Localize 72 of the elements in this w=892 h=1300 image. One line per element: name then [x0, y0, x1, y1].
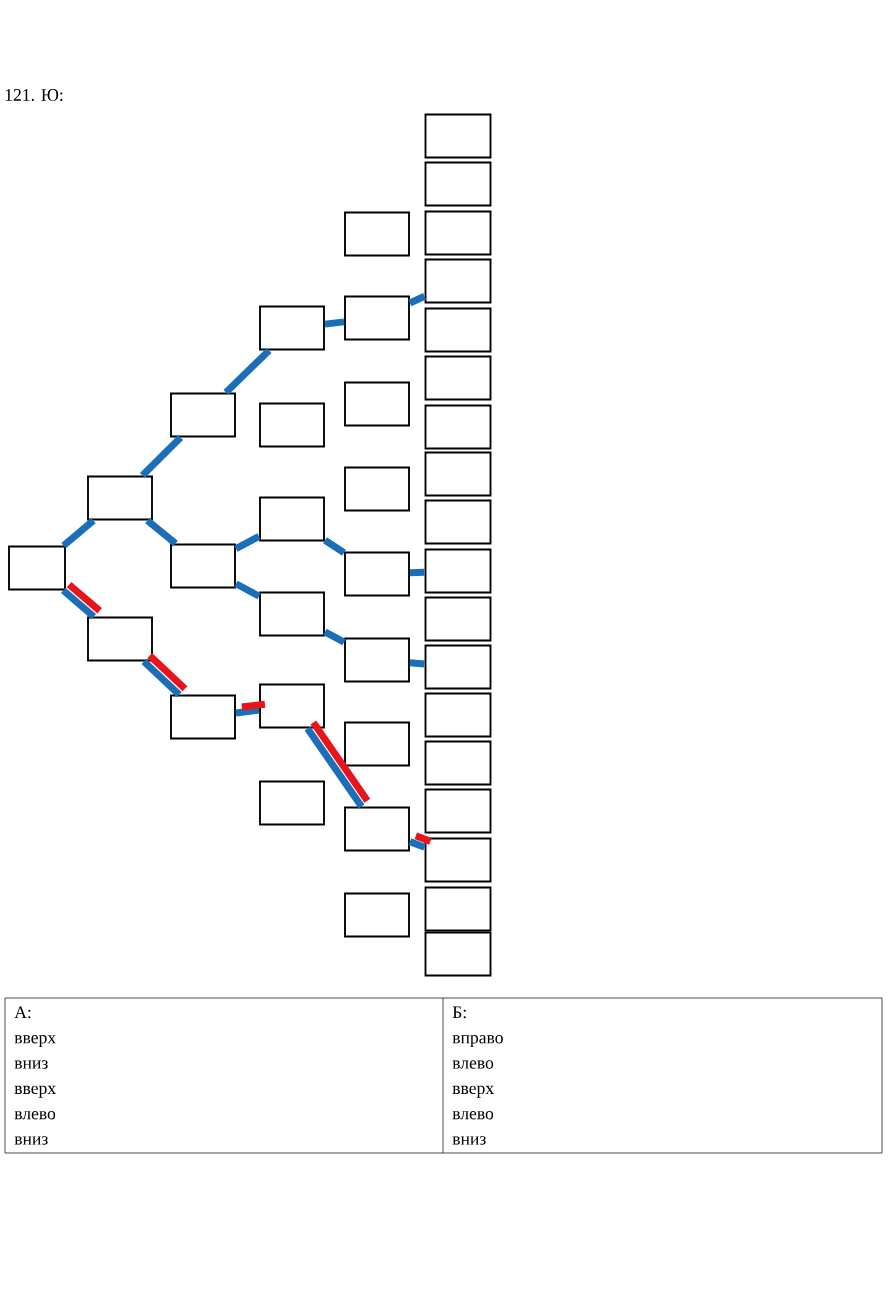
path-line	[323, 537, 346, 556]
path-line	[234, 533, 261, 552]
answer-box	[424, 210, 492, 256]
answer-box	[170, 694, 236, 740]
answer-box	[344, 466, 410, 512]
answer-box	[424, 596, 492, 642]
answer-box	[424, 692, 492, 738]
answer-box	[424, 355, 492, 401]
answer-box	[170, 392, 236, 438]
answer-box	[87, 616, 153, 662]
answer-box	[344, 211, 410, 257]
answer-box	[344, 551, 410, 597]
answer-box	[259, 305, 325, 351]
table-text: вниз	[452, 1136, 486, 1145]
answer-box	[424, 644, 492, 690]
table-text: влево	[452, 1060, 494, 1069]
path-line	[234, 580, 261, 600]
answer-box	[424, 931, 492, 977]
answer-box	[344, 637, 410, 683]
path-line	[408, 838, 426, 851]
path-line	[414, 832, 432, 845]
path-line	[241, 700, 266, 711]
answer-box	[424, 113, 492, 159]
answer-box	[424, 161, 492, 207]
answer-box	[424, 451, 492, 497]
answer-box	[424, 499, 492, 545]
path-line	[310, 720, 371, 803]
answer-box	[344, 295, 410, 341]
path-line	[66, 581, 102, 614]
table-text: Б:	[452, 1006, 466, 1019]
path-line	[60, 587, 97, 620]
table-text: А:	[14, 1006, 31, 1019]
answer-box	[424, 258, 492, 304]
answer-box	[259, 496, 325, 542]
table-text: вниз	[14, 1136, 48, 1145]
path-line	[139, 434, 184, 479]
path-line	[61, 517, 96, 549]
answer-box	[8, 545, 66, 591]
answer-box	[424, 886, 492, 932]
answer-box	[259, 402, 325, 448]
table-text: вверх	[14, 1085, 56, 1098]
path-line	[235, 706, 260, 717]
path-line	[408, 293, 427, 307]
answer-box	[259, 683, 325, 729]
answer-box	[170, 543, 236, 589]
answer-box	[424, 548, 492, 594]
table-text: влево	[14, 1110, 56, 1120]
table-text: влево	[452, 1110, 494, 1120]
answer-box	[259, 591, 325, 637]
answer-box	[344, 381, 410, 427]
path-line	[324, 318, 345, 328]
answer-box	[424, 740, 492, 786]
path-line	[223, 347, 272, 396]
answer-box	[424, 404, 492, 450]
path-line	[145, 517, 178, 547]
heading: 121. Ю:	[5, 89, 63, 101]
answer-box	[344, 806, 410, 852]
path-line	[147, 653, 188, 692]
answer-box	[259, 780, 325, 826]
answer-box	[344, 892, 410, 938]
answer-box	[344, 721, 410, 767]
table-text: вправо	[452, 1035, 503, 1048]
path-line	[141, 658, 182, 698]
answer-box	[424, 837, 492, 883]
answer-box	[424, 788, 492, 834]
answer-box	[87, 475, 153, 521]
table-text: вверх	[14, 1035, 56, 1048]
path-line	[323, 628, 346, 646]
table-text: вниз	[14, 1060, 48, 1069]
answer-box	[424, 307, 492, 353]
path-line	[304, 726, 365, 809]
table-text: вверх	[452, 1085, 494, 1098]
